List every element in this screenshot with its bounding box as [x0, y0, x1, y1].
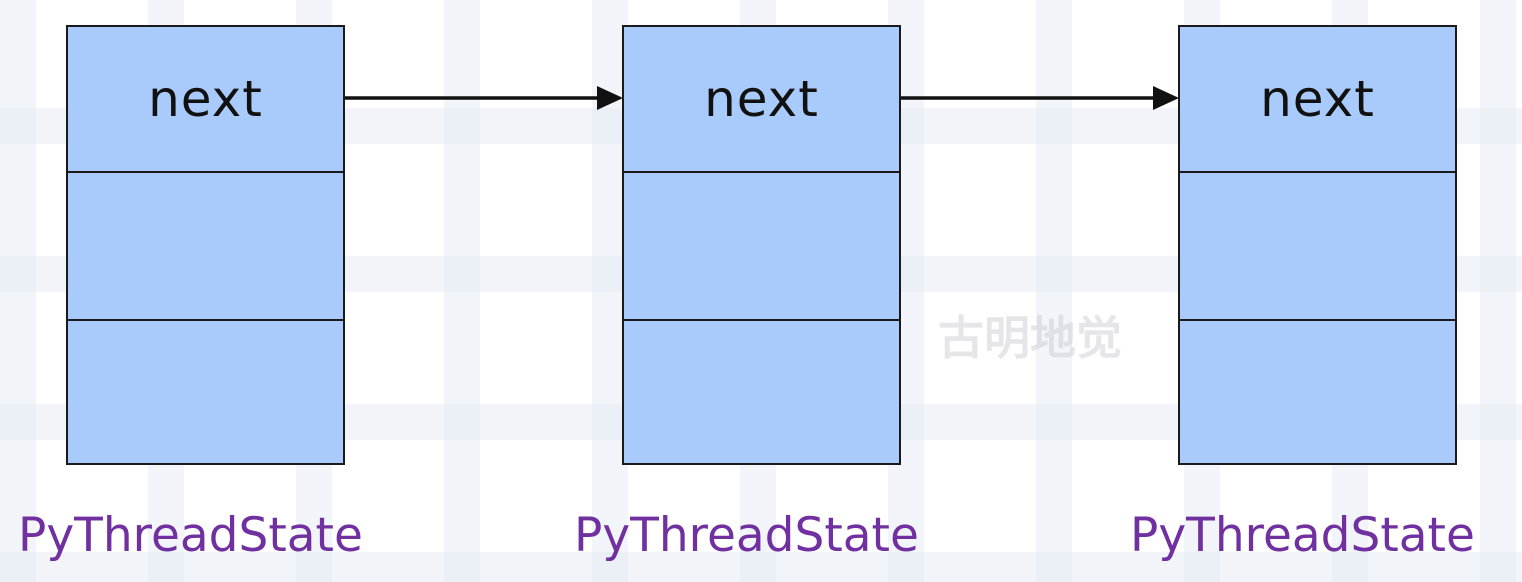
data-field: [624, 321, 899, 463]
data-field: [68, 321, 343, 463]
data-field: [1180, 321, 1455, 463]
next-field-label: next: [1260, 70, 1375, 128]
thread-state-node-3: next: [1178, 25, 1457, 465]
thread-state-node-1: next: [66, 25, 345, 465]
next-field: next: [624, 27, 899, 173]
watermark: 古明地觉: [938, 311, 1122, 365]
arrow-node2-to-node3: [901, 86, 1179, 110]
next-field-label: next: [704, 70, 819, 128]
node-caption: PyThreadState: [574, 508, 919, 563]
data-field: [1180, 173, 1455, 321]
next-field: next: [1180, 27, 1455, 173]
thread-state-node-2: next: [622, 25, 901, 465]
arrow-node1-to-node2: [345, 86, 623, 110]
node-caption: PyThreadState: [1130, 508, 1475, 563]
next-field-label: next: [148, 70, 263, 128]
node-caption: PyThreadState: [18, 508, 363, 563]
data-field: [68, 173, 343, 321]
data-field: [624, 173, 899, 321]
next-field: next: [68, 27, 343, 173]
